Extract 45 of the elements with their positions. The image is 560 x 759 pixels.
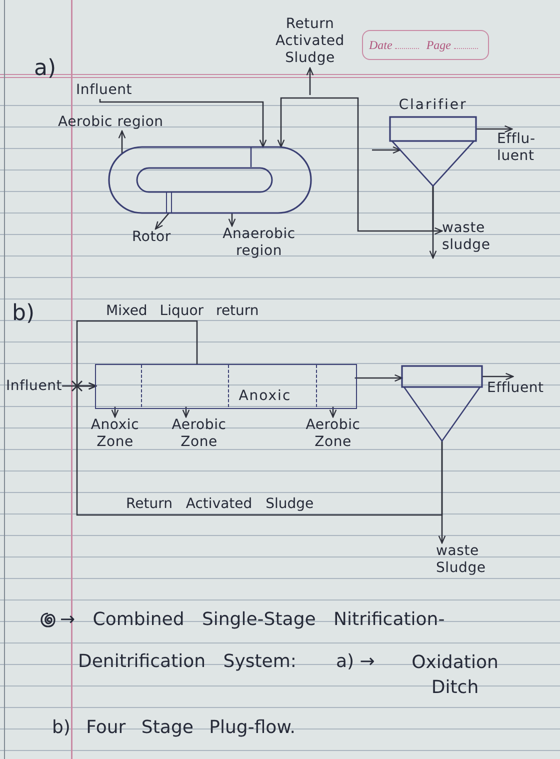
leader-arrow [182,406,190,418]
flow-label: waste sludge [442,220,504,254]
flow-arrow [482,372,514,380]
flow-arrow [372,146,401,154]
flow-arrow [306,67,314,95]
region-label: Aerobic region [58,114,164,131]
section-letter: b) [12,300,35,328]
zone-label: Aerobic Zone [300,417,366,451]
leader-arrow [111,406,119,418]
zone-label: Aerobic Zone [166,417,232,451]
note-text: Oxidation Ditch [410,651,500,700]
flow-label: Return Activated Sludge [268,16,352,67]
field-caption: Page [426,38,451,52]
zone-label: Anoxic Zone [84,417,146,451]
note-text: a) → [336,651,375,673]
part-label: Rotor [132,229,171,246]
flow-arrow [429,186,437,259]
aeration-tank [95,364,357,409]
flow-label: Influent [6,378,62,395]
field-caption: Date [369,38,392,52]
flow-arrow [354,374,403,382]
section-letter: a) [34,55,56,83]
flow-arrow [438,441,446,544]
flow-label: Influent [76,82,132,99]
leader-arrow [154,212,170,230]
rotor [166,192,172,213]
leader-arrow [228,213,236,227]
flow-label: Efflu- luent [497,131,545,165]
edge-label: Mixed Liquor return [104,303,261,320]
return-line [76,382,443,516]
flow-label: waste Sludge [436,543,498,577]
leader-arrow [329,406,337,418]
flow-arrow [476,125,513,133]
zone-label: Anoxic [238,388,292,405]
leader-arrow [118,130,126,154]
note-text: → Combined Single-Stage Nitrification- [60,609,445,631]
note-text: b) Four Stage Plug-flow. [52,717,296,739]
return-line [277,97,434,232]
notebook-stamp [362,30,489,60]
edge-label: Return Activated Sludge [124,496,316,513]
flow-label: Effluent [487,380,544,397]
clarifier-label: Clarifier [398,96,468,115]
note-text: Denitrification System: [78,651,296,673]
flow-arrow [99,99,267,148]
region-label: Anaerobic region [218,226,300,260]
